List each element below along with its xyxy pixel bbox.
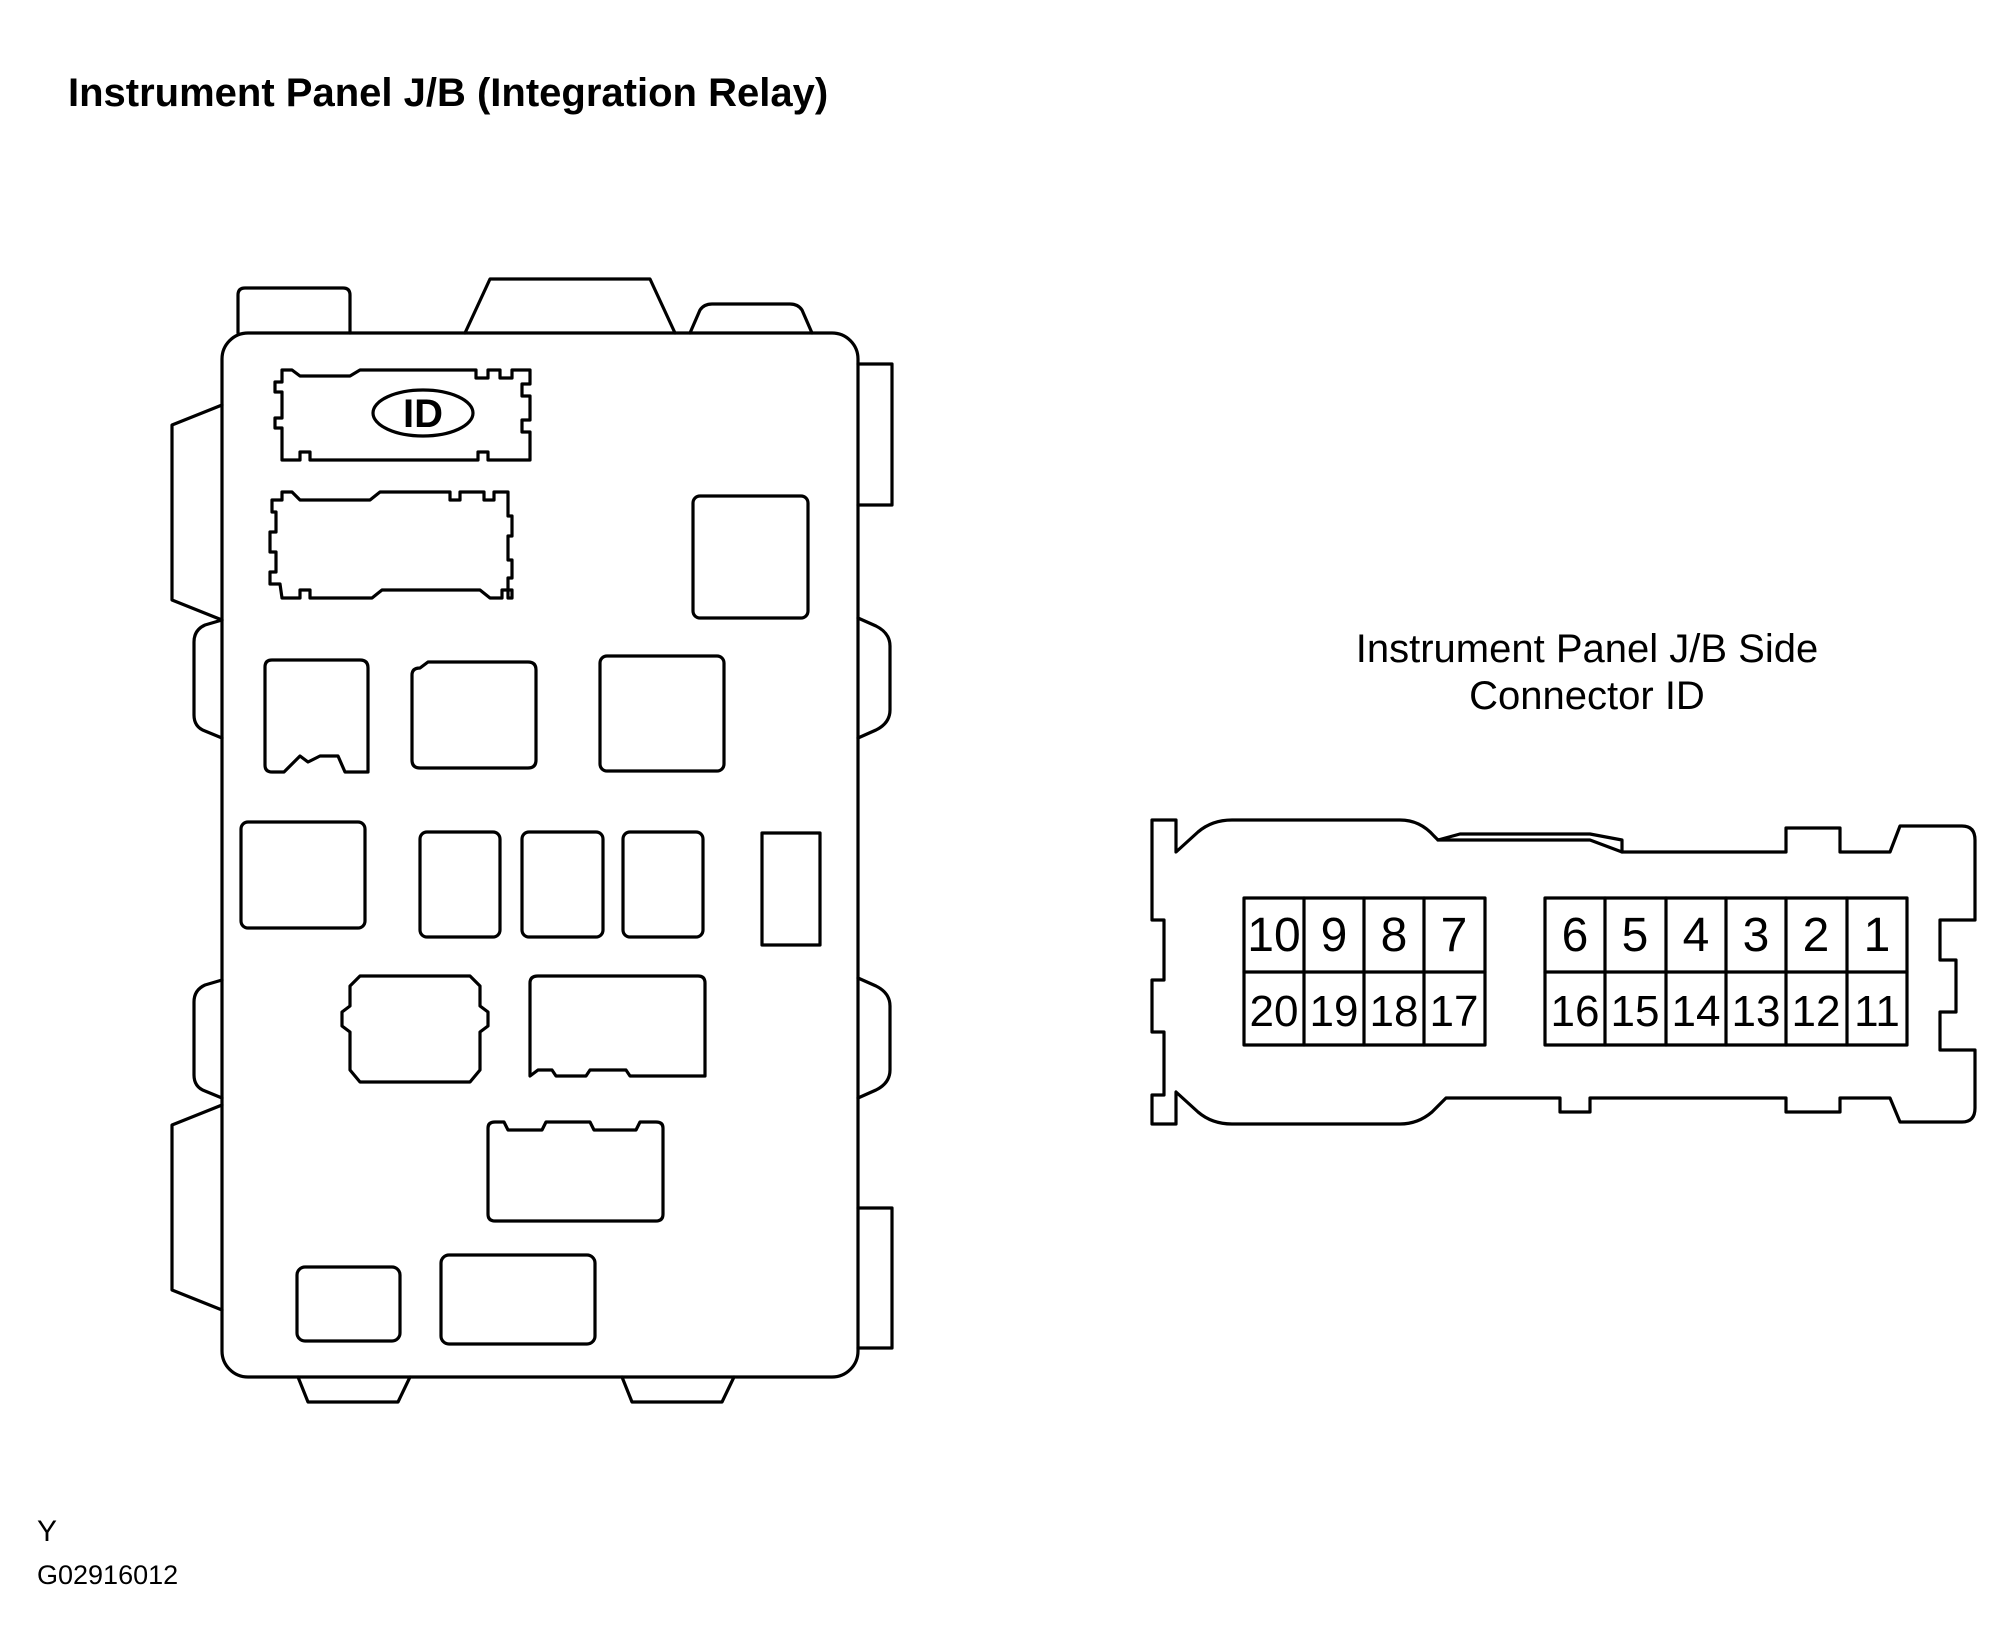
fuse-rounded-1 bbox=[410, 660, 538, 770]
relay-notched-bottom bbox=[528, 974, 707, 1078]
pin-12: 12 bbox=[1792, 987, 1841, 1036]
fuse-slot-1 bbox=[418, 830, 502, 939]
pin-block-right: 6 5 4 3 2 1 16 15 14 13 12 11 bbox=[1543, 896, 1909, 1047]
connector-outline bbox=[1150, 818, 1977, 1126]
jb-left-tab-2 bbox=[192, 618, 224, 740]
connector-housing: 10 9 8 7 20 19 18 17 6 5 4 3 2 1 16 15 bbox=[1150, 818, 1977, 1126]
relay-top-right bbox=[691, 494, 810, 620]
pin-16: 16 bbox=[1551, 987, 1600, 1036]
junction-block: ID bbox=[170, 277, 894, 1404]
pin-2: 2 bbox=[1803, 909, 1830, 962]
connector-caption-line2: Connector ID bbox=[1469, 674, 1705, 718]
pin-6: 6 bbox=[1562, 909, 1589, 962]
pin-7: 7 bbox=[1441, 909, 1468, 962]
relay-notched bbox=[263, 658, 370, 774]
id-mark-ellipse bbox=[371, 388, 475, 438]
relay-octagon bbox=[340, 974, 490, 1084]
jb-top-tab-right bbox=[688, 302, 814, 335]
pin-8: 8 bbox=[1381, 909, 1408, 962]
fuse-slot-3 bbox=[621, 830, 705, 939]
relay-notched-top bbox=[486, 1120, 665, 1223]
id-mark-label: ID bbox=[403, 392, 443, 436]
diagram-title: Instrument Panel J/B (Integration Relay) bbox=[68, 71, 828, 115]
pin-15: 15 bbox=[1611, 987, 1660, 1036]
relay-left bbox=[239, 820, 367, 930]
jb-main-body bbox=[220, 331, 860, 1379]
pin-9: 9 bbox=[1321, 909, 1348, 962]
relay-middle bbox=[598, 654, 726, 773]
jb-top-tab-middle bbox=[463, 277, 677, 335]
jb-left-tab-4 bbox=[170, 1103, 224, 1312]
jb-bottom-tab-left bbox=[296, 1375, 412, 1404]
connector-latch-line bbox=[1436, 838, 1624, 854]
jb-right-tab-2 bbox=[856, 616, 892, 740]
connector-socket-2 bbox=[268, 490, 514, 600]
footer-code-letter: Y bbox=[37, 1515, 57, 1548]
fuse-slot-narrow bbox=[760, 831, 822, 947]
jb-left-tab-1 bbox=[170, 403, 224, 622]
jb-right-tab-3 bbox=[856, 976, 892, 1100]
pin-3: 3 bbox=[1743, 909, 1770, 962]
fuse-slot-2 bbox=[520, 830, 605, 939]
id-connector-socket bbox=[273, 368, 532, 462]
jb-left-tab-3 bbox=[192, 978, 224, 1100]
relay-bottom-wide bbox=[439, 1253, 597, 1346]
pin-19: 19 bbox=[1310, 987, 1359, 1036]
fuse-bottom-small bbox=[295, 1265, 402, 1343]
pin-13: 13 bbox=[1732, 987, 1781, 1036]
pin-20: 20 bbox=[1250, 987, 1299, 1036]
pin-10: 10 bbox=[1247, 909, 1300, 962]
footer-figure-id: G02916012 bbox=[37, 1560, 178, 1590]
pin-18: 18 bbox=[1370, 987, 1419, 1036]
pin-5: 5 bbox=[1622, 909, 1649, 962]
jb-right-tab-1 bbox=[856, 362, 894, 507]
pin-17: 17 bbox=[1430, 987, 1479, 1036]
connector-caption-line1: Instrument Panel J/B Side bbox=[1356, 627, 1818, 671]
pin-1: 1 bbox=[1864, 909, 1891, 962]
pin-4: 4 bbox=[1683, 909, 1710, 962]
jb-bottom-tab-right bbox=[620, 1375, 736, 1404]
pin-block-left: 10 9 8 7 20 19 18 17 bbox=[1242, 896, 1487, 1047]
pin-11: 11 bbox=[1854, 987, 1900, 1036]
jb-right-tab-4 bbox=[856, 1206, 894, 1350]
jb-top-tab-left bbox=[236, 286, 352, 335]
pin-14: 14 bbox=[1672, 987, 1721, 1036]
